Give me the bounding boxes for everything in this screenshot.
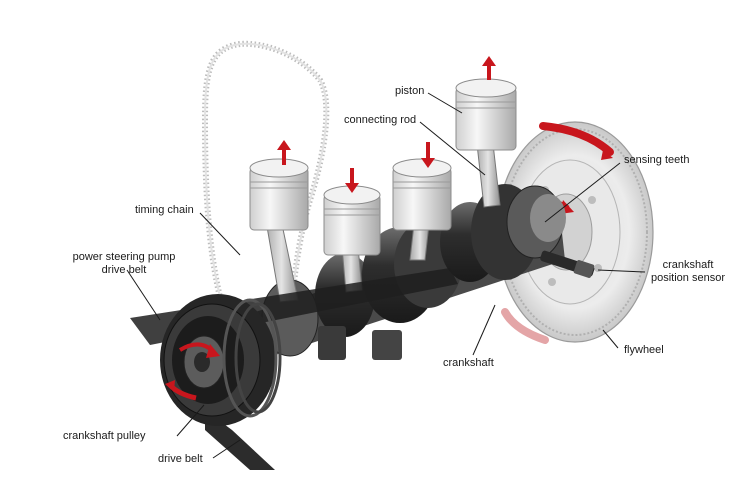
label-timing-chain: timing chain [135, 204, 194, 216]
leader-lines [126, 92, 646, 459]
flywheel-rotation-arrow-top [539, 122, 614, 156]
piston-4 [455, 78, 517, 151]
piston-3 [392, 158, 452, 231]
crankshaft-position-sensor-shape [540, 250, 595, 278]
piston-motion-arrows [277, 56, 496, 193]
label-crankshaft-pulley: crankshaft pulley [63, 430, 146, 442]
piston-1 [249, 158, 309, 231]
label-piston: piston [395, 85, 425, 97]
label-power-steering-line2: drive belt [101, 264, 147, 276]
label-drive-belt: drive belt [158, 453, 203, 465]
crankshaft-pulley-shape [160, 294, 282, 426]
label-crankshaft-position-line2: position sensor [651, 272, 725, 284]
piston-2 [323, 185, 381, 256]
label-crankshaft: crankshaft [443, 357, 494, 369]
flywheel-rotation-arrow-bottom [501, 308, 549, 344]
label-crankshaft-position-line1: crankshaft [662, 259, 714, 271]
label-crankshaft-position-sensor: crankshaft position sensor [638, 259, 738, 285]
label-flywheel: flywheel [624, 344, 664, 356]
label-connecting-rod: connecting rod [344, 114, 417, 126]
label-power-steering: power steering pump drive belt [40, 251, 208, 277]
label-sensing-teeth: sensing teeth [624, 154, 690, 166]
label-power-steering-line1: power steering pump [72, 251, 176, 263]
